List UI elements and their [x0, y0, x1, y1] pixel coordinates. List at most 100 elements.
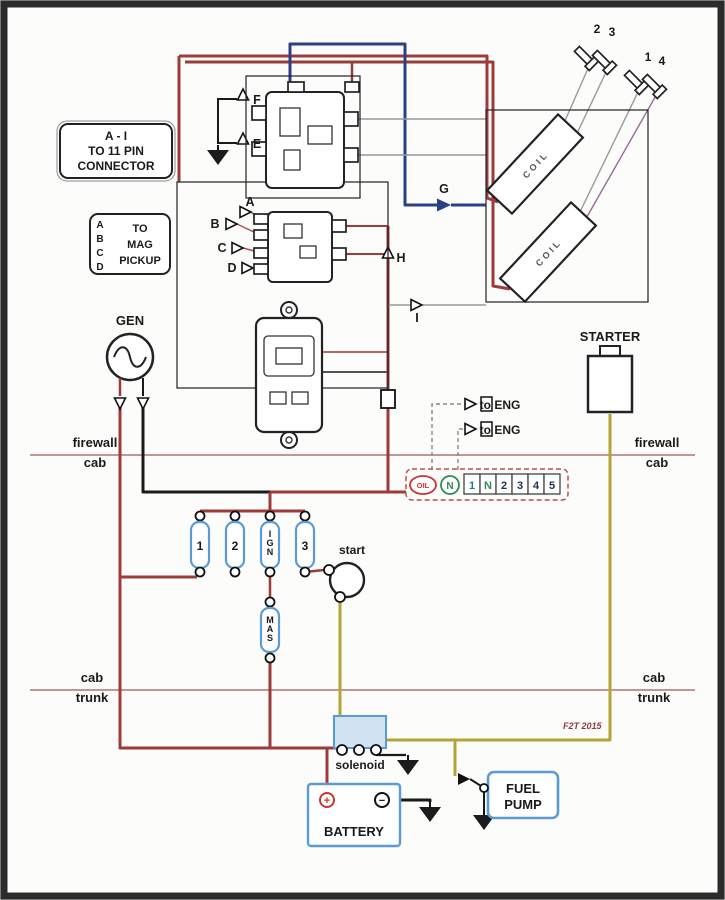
fuse-3-top-terminal	[299, 510, 311, 522]
coil-assembly: COIL COIL	[485, 109, 649, 304]
battery-label: BATTERY	[324, 824, 384, 839]
wire-coil2-feed	[185, 60, 511, 291]
pin-i-label: I	[415, 311, 418, 325]
pin-g-arrow	[437, 198, 451, 212]
wire-blue-coil-trigger	[288, 42, 437, 207]
pin-h-label: H	[396, 251, 405, 265]
neutral-terminal	[440, 475, 460, 495]
fuse-3-label: 3	[302, 539, 309, 553]
mag-letter-d: D	[96, 262, 103, 273]
wire-spark-lead-4	[583, 91, 659, 223]
wire-to-eng-1	[431, 403, 465, 470]
pin-e-label: E	[253, 137, 261, 151]
connector-arrows	[113, 88, 493, 785]
switch-terminal-out	[334, 591, 346, 603]
fuse-1-bottom-terminal	[194, 566, 206, 578]
fuel-pump-label-2: PUMP	[504, 797, 542, 812]
fuse-2-top-terminal	[229, 510, 241, 522]
relay-top-pin-l2	[251, 141, 267, 157]
note-line-2: TO 11 PIN	[88, 144, 144, 158]
solenoid-label: solenoid	[335, 758, 384, 772]
mag-letter-b: B	[96, 234, 103, 245]
to-eng-connector-1	[480, 396, 493, 412]
wire-to-eng-2	[457, 428, 465, 470]
relay-top-pin-r2	[343, 147, 359, 163]
wire-gen-ground-feed	[141, 408, 270, 494]
plug-2-label: 2	[594, 22, 601, 36]
bulkhead-connector-strip: OIL N 1 N 2 3 4 5	[405, 468, 569, 501]
spark-plugs: 2 3 1 4	[573, 22, 668, 100]
spark-plug-1	[623, 69, 650, 96]
mag-letter-a: A	[96, 220, 103, 231]
regulator-ear-top-hole	[285, 306, 293, 314]
strip-cell-4-label: 3	[517, 480, 523, 492]
cab-label-trunk-right: cab	[643, 670, 665, 685]
fuse-ign-top-terminal	[264, 510, 276, 522]
relay-enclosure-top	[245, 75, 361, 199]
battery-minus-label: −	[379, 795, 385, 807]
mag-line-2: MAG	[127, 239, 153, 251]
firewall-label-right: firewall	[635, 435, 680, 450]
regulator-ear-bottom-hole	[285, 436, 293, 444]
coil-bracket	[485, 109, 649, 303]
wire-starter	[386, 414, 612, 742]
relay-middle-pin-r1	[331, 219, 347, 233]
spark-plug-4	[641, 73, 668, 100]
solenoid-terminal-2	[353, 744, 365, 756]
voltage-regulator	[254, 301, 324, 449]
battery-plus-terminal	[319, 792, 335, 808]
firewall-label-left: firewall	[73, 435, 118, 450]
mag-line-1: TO	[132, 223, 148, 235]
to-eng-connector-2	[480, 421, 493, 437]
firewall-connector-square	[380, 389, 396, 409]
neutral-label: N	[446, 481, 453, 492]
relay-middle-pin-l2	[253, 229, 269, 241]
strip-cell-3-label: 2	[501, 480, 507, 492]
coil-1-body	[485, 112, 585, 216]
spark-plug-2	[573, 45, 600, 72]
gen-label: GEN	[116, 313, 144, 328]
fuel-pump: FUEL PUMP	[479, 770, 560, 820]
relay-top-pin-top	[287, 81, 305, 93]
plug-3-cap	[601, 59, 618, 76]
relay-middle-pin-l1	[253, 213, 269, 225]
fuse-2-bottom-terminal	[229, 566, 241, 578]
strip-cell-6-label: 5	[549, 480, 555, 492]
wire-battery-negative	[389, 798, 432, 802]
fuel-pump-arrow	[458, 773, 470, 785]
ignition-switch: start	[323, 543, 366, 603]
pin-c-label: C	[217, 241, 226, 255]
regulator-detail-4	[291, 391, 309, 405]
fuse-mas	[259, 606, 281, 654]
trunk-label-left: trunk	[76, 690, 109, 705]
relay-top-detail-2	[307, 125, 333, 145]
note-line-3: CONNECTOR	[77, 159, 154, 173]
signature: F2T 2015	[563, 721, 603, 731]
strip-cell-2-label: N	[484, 480, 492, 492]
solenoid-terminal-1	[336, 744, 348, 756]
relay-top	[251, 81, 360, 189]
relay-middle-pin-r2	[331, 247, 347, 261]
strip-cell-5-label: 4	[533, 480, 540, 492]
battery-plus-label: +	[324, 795, 330, 807]
mag-letter-c: C	[96, 248, 103, 259]
pin-d-label: D	[227, 261, 236, 275]
solenoid-terminal-3	[370, 744, 382, 756]
fuse-ign-bottom-terminal	[264, 566, 276, 578]
relay-top-detail-1	[279, 107, 301, 137]
battery: + − BATTERY	[306, 782, 402, 848]
fuel-pump-label-1: FUEL	[506, 781, 540, 796]
regulator-detail-2	[275, 347, 303, 365]
pin-g-label: G	[439, 182, 449, 196]
mas-top-terminal	[264, 596, 276, 608]
note-pin-connector: A - I TO 11 PIN CONNECTOR	[56, 120, 176, 182]
bulkhead-lines: firewall cab firewall cab cab trunk cab …	[30, 435, 695, 705]
switch-body	[328, 561, 366, 599]
pin-a-label: A	[245, 195, 254, 209]
note-mag-pickup: A B C D TO MAG PICKUP	[89, 213, 171, 275]
cab-label-left: cab	[84, 455, 106, 470]
wire-gen-main	[118, 408, 337, 750]
